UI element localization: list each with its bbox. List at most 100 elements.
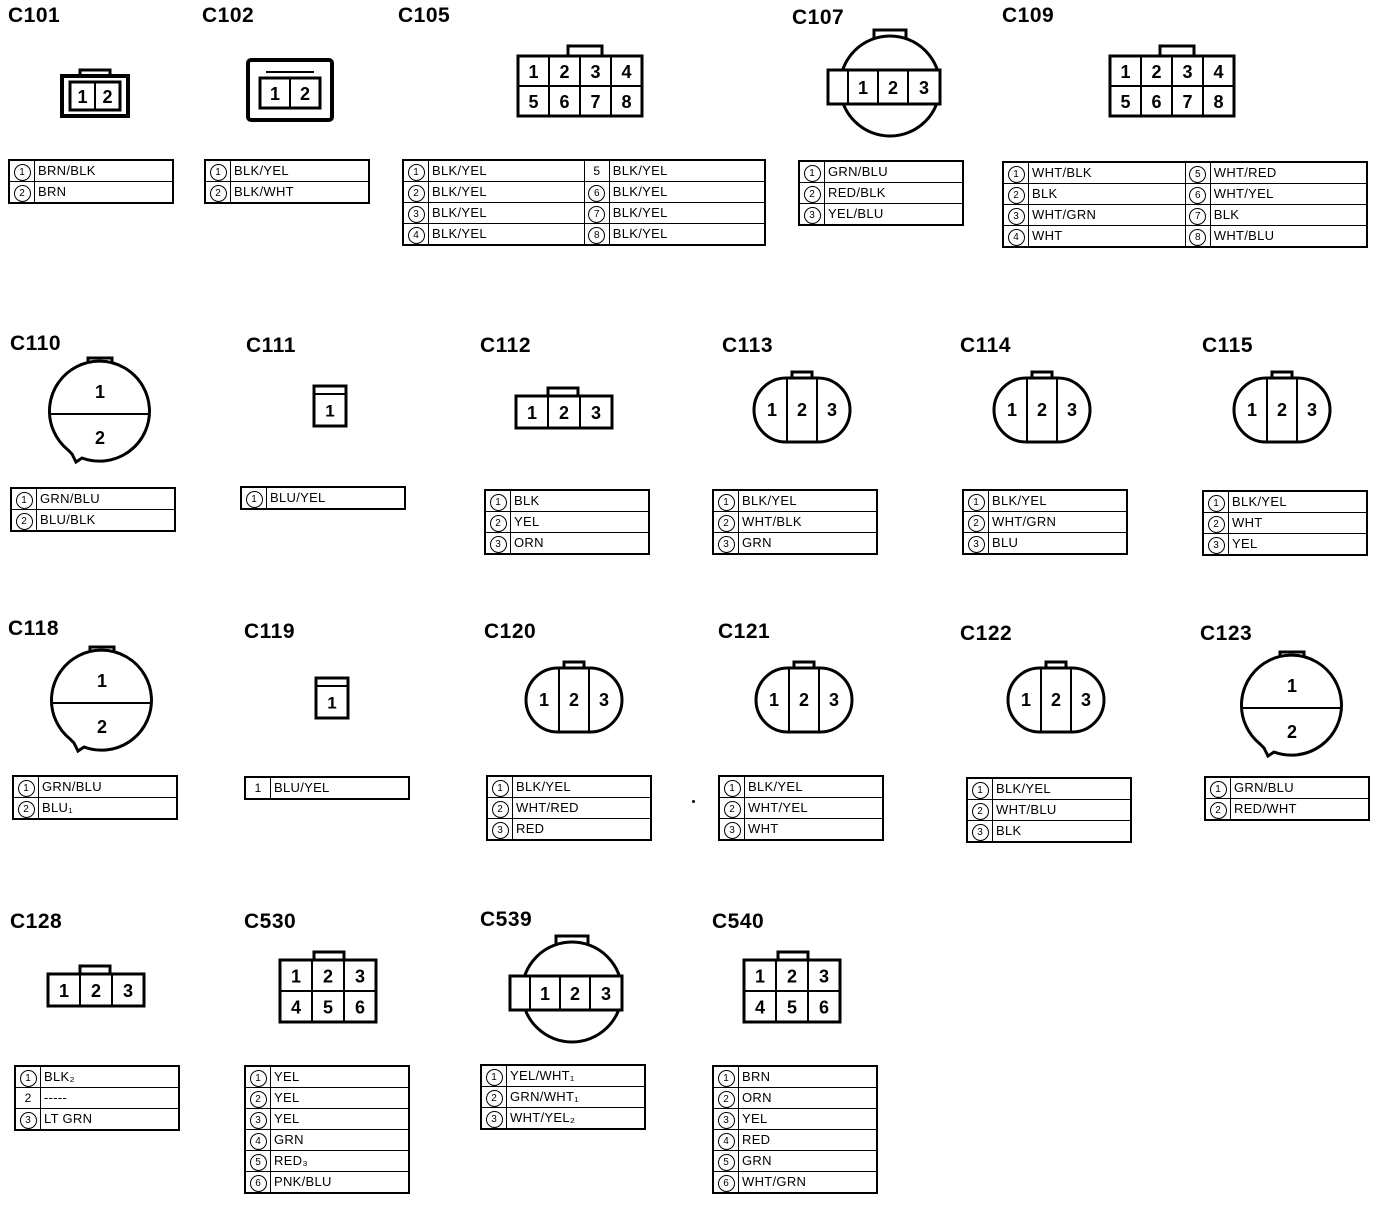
pin-cell: 2	[798, 182, 825, 204]
wire-color: WHT	[744, 818, 884, 841]
pin-number: 2	[13, 185, 31, 202]
wire-color: YEL	[270, 1065, 410, 1088]
pin-cell: 3	[966, 820, 993, 843]
connector-id: C115	[1202, 334, 1254, 357]
connector-id: C119	[244, 620, 296, 643]
connector-id: C111	[246, 334, 296, 357]
pin-number: 2	[971, 803, 989, 820]
pin-number: 2	[1207, 516, 1225, 533]
pin-number: 8	[588, 227, 606, 244]
pin-cell: 1	[8, 159, 35, 182]
pin-cell: 5	[1184, 161, 1211, 184]
pin-number: 3	[829, 690, 839, 710]
pin-cell: 1	[402, 159, 429, 182]
wire-color: GRN	[270, 1129, 410, 1151]
pin-number: 1	[249, 1070, 267, 1087]
wire-color: YEL/WHT₁	[506, 1064, 646, 1087]
pin-cell: 2	[14, 1087, 41, 1109]
pin-number: 2	[570, 984, 580, 1004]
wire-color: WHT/GRN	[1028, 204, 1186, 226]
pin-number: 2	[1277, 400, 1287, 420]
wire-color: ORN	[510, 532, 650, 555]
pin-number: 3	[919, 78, 929, 98]
wire-color: WHT/YEL	[1209, 183, 1368, 205]
wire-color: BLK	[1028, 183, 1186, 205]
connector-face: 12	[50, 645, 153, 754]
connector-id: C540	[712, 910, 765, 933]
wire-color: BLK/WHT	[230, 181, 370, 204]
pin-number: 1	[803, 165, 821, 182]
connector-face: 1	[314, 676, 350, 720]
pin-number: 1	[254, 781, 262, 795]
pin-number: 3	[1067, 400, 1077, 420]
wire-color: BLK/YEL	[1228, 490, 1368, 513]
pin-number: 2	[803, 186, 821, 203]
wire-color: WHT/GRN	[738, 1171, 878, 1194]
wire-color: BRN	[34, 181, 174, 204]
connector-id: C110	[10, 332, 62, 355]
pin-number: 2	[91, 981, 101, 1001]
pin-number: 2	[95, 428, 105, 448]
pin-number: 3	[717, 536, 735, 553]
pin-cell: 3	[14, 1108, 41, 1131]
pin-number: 1	[717, 494, 735, 511]
pin-cell: 1	[1204, 776, 1231, 799]
pin-number: 1	[97, 671, 107, 691]
pin-cell: 6	[583, 181, 610, 203]
pin-number: 2	[888, 78, 898, 98]
pin-cell: 1	[244, 1065, 271, 1088]
pin-cell: 8	[1184, 225, 1211, 248]
pin-number: 2	[15, 513, 33, 530]
pin-number: 4	[407, 227, 425, 244]
pin-number: 8	[1213, 92, 1223, 112]
pin-number: 1	[489, 494, 507, 511]
pin-number: 1	[1287, 676, 1297, 696]
pin-cell: 4	[402, 223, 429, 246]
pin-number: 1	[19, 1070, 37, 1087]
wire-color: BLU/YEL	[270, 776, 410, 800]
pin-cell: 4	[244, 1129, 271, 1151]
pin-cell: 2	[712, 1087, 739, 1109]
wire-color: BLK/YEL	[428, 223, 585, 246]
connector-face: 12	[48, 356, 151, 465]
pin-cell: 1	[712, 1065, 739, 1088]
pin-number: 5	[323, 998, 333, 1018]
pin-number: 2	[491, 801, 509, 818]
pin-number: 1	[539, 690, 549, 710]
pin-number: 2	[485, 1090, 503, 1107]
pin-cell: 3	[402, 202, 429, 224]
pin-number: 1	[291, 967, 301, 987]
pin-cell: 1	[962, 489, 989, 512]
pin-cell: 5	[583, 159, 610, 182]
wire-color: BLK	[1209, 204, 1368, 226]
pin-number: 6	[559, 92, 569, 112]
pin-number: 2	[1209, 802, 1227, 819]
wire-color: RED/WHT	[1230, 798, 1370, 821]
pin-number: 4	[621, 62, 631, 82]
pin-number: 2	[323, 967, 333, 987]
pin-cell: 1	[1002, 161, 1029, 184]
pin-number: 1	[967, 494, 985, 511]
pin-number: 4	[1213, 62, 1223, 82]
